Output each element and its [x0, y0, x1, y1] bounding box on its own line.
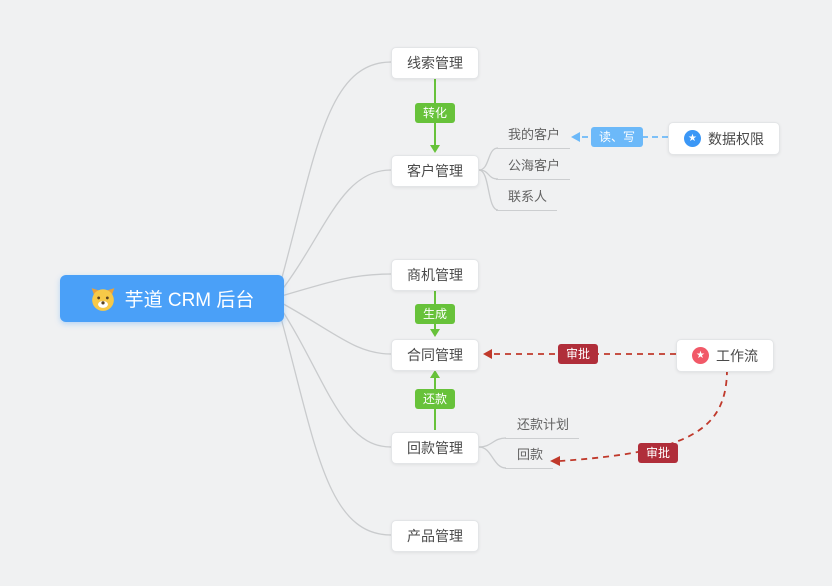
node-data-permission: ★ 数据权限: [668, 122, 780, 155]
child-my-customer: 我的客户: [496, 127, 571, 149]
red-dashed-curve-repayment: [559, 368, 728, 462]
root-node-label: 芋道 CRM 后台: [124, 290, 255, 311]
badge-convert: 转化: [414, 103, 456, 123]
arrowhead-read-write: [571, 132, 580, 142]
node-product-management: 产品管理: [391, 520, 479, 552]
star-icon: ★: [684, 130, 701, 147]
child-repayment: 回款: [505, 447, 554, 469]
arrowhead-repay: [430, 370, 440, 378]
star-icon: ★: [692, 347, 709, 364]
arrowhead-convert: [430, 145, 440, 153]
node-customer-management: 客户管理: [391, 155, 479, 187]
child-contact: 联系人: [496, 189, 558, 211]
node-data-permission-label: 数据权限: [708, 130, 764, 147]
arrowhead-approve-contract: [483, 349, 492, 359]
node-contract-management: 合同管理: [391, 339, 479, 371]
badge-generate: 生成: [414, 304, 456, 324]
branch-curves: [277, 61, 507, 536]
root-node-crm-backend: 芋道 CRM 后台: [60, 275, 284, 322]
node-workflow-label: 工作流: [716, 347, 758, 364]
arrowhead-generate: [430, 329, 440, 337]
child-public-customer: 公海客户: [496, 158, 571, 180]
node-opportunity-management: 商机管理: [391, 259, 479, 291]
child-repayment-plan: 还款计划: [505, 417, 580, 439]
badge-read-write: 读、写: [590, 127, 644, 147]
badge-approve-repayment: 审批: [637, 443, 679, 463]
node-clue-management: 线索管理: [391, 47, 479, 79]
badge-repay: 还款: [414, 389, 456, 409]
node-workflow: ★ 工作流: [676, 339, 774, 372]
dog-face-icon: [91, 287, 114, 311]
badge-approve-contract: 审批: [557, 344, 599, 364]
node-receivable-management: 回款管理: [391, 432, 479, 464]
arrowhead-approve-repayment: [550, 456, 560, 466]
